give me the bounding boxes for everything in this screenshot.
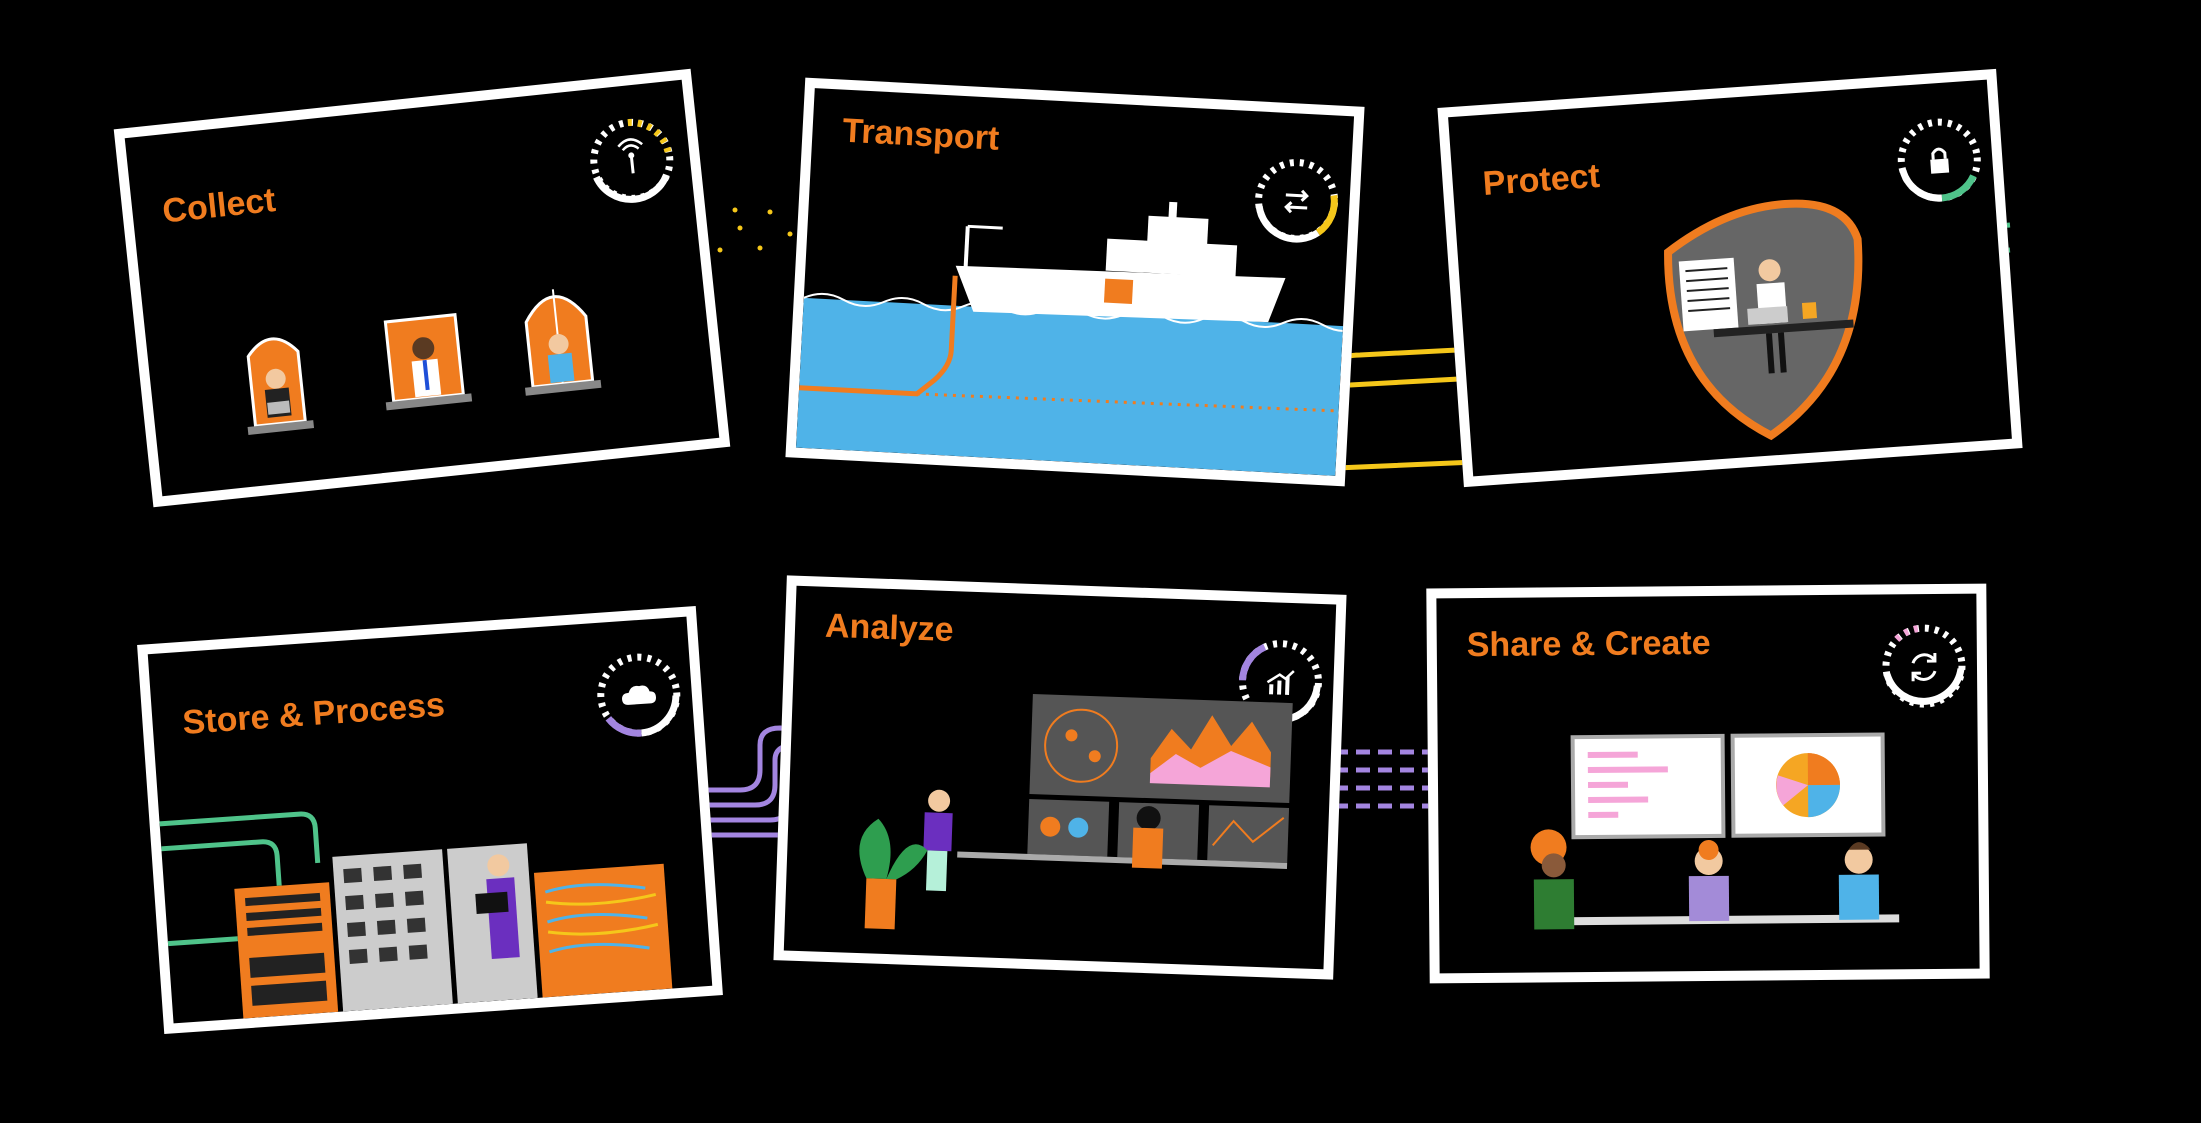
card-transport: Transport bbox=[785, 77, 1365, 487]
sea bbox=[795, 297, 1344, 476]
progress-ring bbox=[1882, 624, 1966, 708]
antenna-icon bbox=[617, 138, 643, 174]
ship-sea-illustration bbox=[795, 201, 1355, 476]
cloud-icon bbox=[622, 685, 656, 705]
card-protect: Protect bbox=[1437, 68, 2023, 488]
progress-ring bbox=[597, 653, 681, 737]
arrows-exchange-icon bbox=[1284, 189, 1309, 214]
progress-ring bbox=[1897, 118, 1981, 202]
green-lines bbox=[159, 811, 321, 947]
card-share-create: Share & Create bbox=[1426, 583, 1990, 984]
meeting-illustration bbox=[1530, 732, 1900, 930]
lock-icon bbox=[1930, 147, 1950, 174]
servers-illustration bbox=[159, 811, 673, 1019]
shield-illustration bbox=[1664, 199, 1863, 441]
windows-people-illustration bbox=[246, 289, 602, 435]
ship bbox=[955, 201, 1286, 323]
card-collect: Collect bbox=[113, 68, 731, 508]
progress-ring bbox=[1255, 158, 1339, 243]
chart-icon bbox=[1266, 670, 1295, 695]
refresh-icon bbox=[1911, 653, 1937, 682]
card-store-process: Store & Process bbox=[137, 605, 723, 1035]
window-person-2 bbox=[383, 313, 473, 411]
screen-left bbox=[1570, 733, 1726, 840]
card-analyze: Analyze bbox=[773, 575, 1347, 980]
orange-cable bbox=[798, 275, 958, 397]
analytics-desk-illustration bbox=[859, 694, 1293, 930]
progress-ring bbox=[590, 118, 674, 203]
window-person-3 bbox=[524, 289, 602, 396]
window-person-1 bbox=[246, 337, 315, 435]
